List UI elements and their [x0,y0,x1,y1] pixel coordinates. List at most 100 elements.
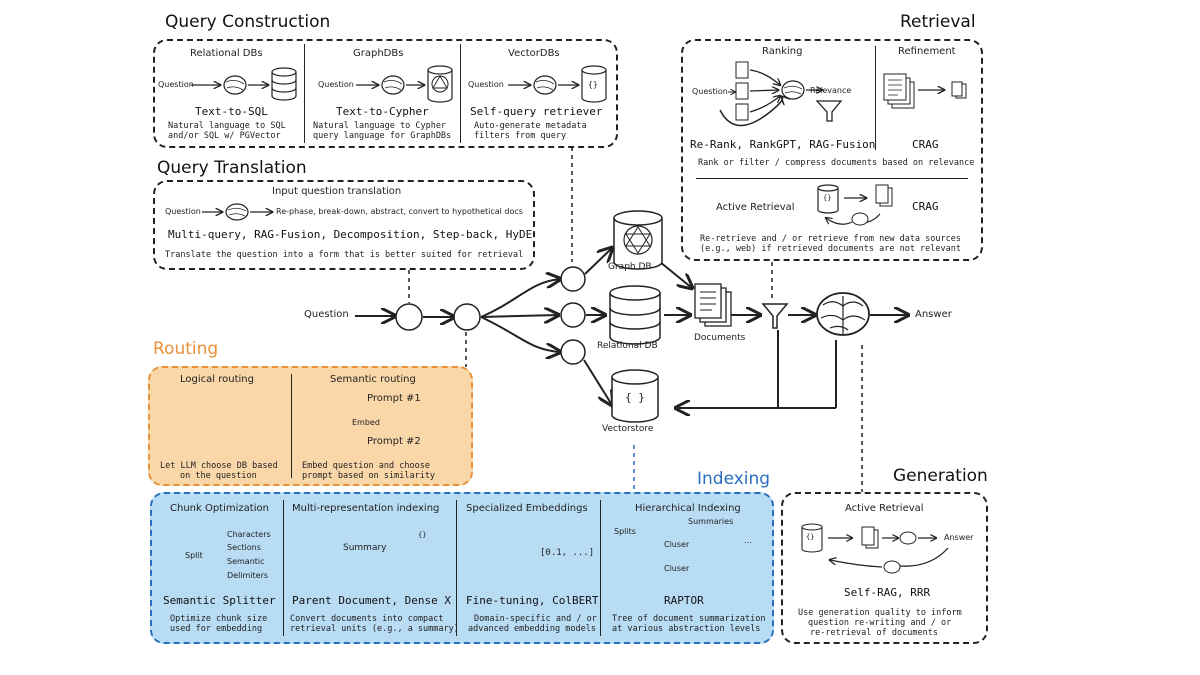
idx-multi-summary: Summary [343,543,387,553]
qc-graph-question: Question [318,80,354,89]
generation-box [781,492,988,644]
gen-method: Self-RAG, RRR [844,586,931,599]
flow-node-graph [560,266,586,292]
ranking-doc-icons [735,61,749,121]
llm-brain-icon [816,292,870,336]
retrieval-hline [696,178,968,179]
qc-relational-desc2: and/or SQL w/ PGVector [168,131,281,141]
qc-graph-method: Text-to-Cypher [336,105,429,118]
arrow-to-graphdb [584,248,612,275]
indexing-title: Indexing [697,469,771,489]
graph-db-icon [613,210,663,270]
idx-multi-desc2: retrieval units (e.g., a summary) [290,624,459,634]
refined-doc-icon [951,81,967,99]
routing-prompt1: Prompt #1 [367,393,421,404]
retrieval-refinement-header: Refinement [898,46,956,57]
routing-logical-header: Logical routing [180,374,254,385]
flow-node-routing [453,303,481,331]
flow-relational-db: Relational DB [597,341,658,351]
idx-chunk-desc2: used for embedding [170,624,263,634]
routing-embed: Embed [352,418,380,427]
summary-db-braces: {} [418,531,427,539]
idx-hier-desc1: Tree of document summarization [612,614,766,624]
flow-node-vector [560,339,586,365]
vector-db-small-icon [581,65,607,103]
flow-vectorstore: Vectorstore [602,424,654,434]
idx-specialized-header: Specialized Embeddings [466,503,588,514]
branch-to-vector [480,316,560,352]
qc-vector-method: Self-query retriever [470,105,603,118]
relational-db-icon [609,285,661,345]
qc-graph-desc1: Natural language to Cypher [313,121,447,131]
brain-icon-vector [533,75,557,95]
qc-relational-header: Relational DBs [190,48,263,59]
arrow-to-vectorstore [583,359,612,405]
qc-vector-question: Question [468,80,504,89]
brain-icon-ranking [781,80,805,100]
idx-hier-cluster2: Cluser [664,564,690,573]
qc-vector-header: VectorDBs [508,48,560,59]
routing-logical-desc2: on the question [180,471,257,481]
qc-relational-desc1: Natural language to SQL [168,121,286,131]
vectorstore-icon [611,369,659,423]
qc-relational-question: Question [158,80,194,89]
indexing-divider-1 [283,500,284,636]
retrieval-title: Retrieval [900,12,976,32]
flow-documents: Documents [694,333,746,343]
brain-icon-generation [899,531,917,545]
vectorstore-braces: { } [625,391,645,404]
retrieval-divider [875,46,876,150]
qt-question: Question [165,207,201,216]
idx-chunk-item-4: Delimiters [227,571,269,580]
qt-flow-text: Re-phase, break-down, abstract, convert … [276,207,523,216]
gen-desc3: re-retrieval of documents [810,628,938,638]
brain-icon-translation [225,203,249,221]
routing-semantic-desc2: prompt based on similarity [302,471,436,481]
query-construction-box [153,39,618,148]
brain-icon-relational [223,75,247,95]
brain-icon-active-retrieval [851,212,869,226]
idx-hier-splits: Splits [614,527,636,536]
active-retrieval-docs-icon [875,184,893,207]
idx-hier-cluster1: Cluser [664,540,690,549]
retrieval-active-label: Active Retrieval [716,202,795,213]
flow-node-relational [560,302,586,328]
idx-hier-method: RAPTOR [664,594,704,607]
gen-answer: Answer [944,533,974,542]
brain-icon-generation-feedback [883,560,901,574]
gen-header: Active Retrieval [845,503,924,514]
branch-to-relational [480,315,558,317]
idx-hier-desc2: at various abstraction levels [612,624,761,634]
sql-db-icon [271,67,297,101]
idx-specialized-method: Fine-tuning, ColBERT [466,594,599,607]
idx-chunk-header: Chunk Optimization [170,503,269,514]
qc-graph-desc2: query language for GraphDBs [313,131,452,141]
qc-divider-1 [304,44,305,143]
idx-specialized-desc1: Domain-specific and / or [474,614,597,624]
retrieval-active-desc2: (e.g., web) if retrieved documents are n… [700,244,961,254]
idx-multi-method: Parent Document, Dense X [292,594,451,607]
query-translation-box [153,180,535,270]
query-translation-title: Query Translation [157,158,307,178]
flow-node-translation [395,303,423,331]
qc-relational-method: Text-to-SQL [195,105,268,118]
generation-db-icon [801,523,823,553]
gen-desc1: Use generation quality to inform [798,608,962,618]
idx-chunk-item-3: Semantic [227,557,265,566]
retrieval-ranking-header: Ranking [762,46,803,57]
routing-semantic-desc1: Embed question and choose [302,461,430,471]
indexing-box [150,492,774,644]
idx-specialized-desc2: advanced embedding models [468,624,596,634]
qt-desc: Translate the question into a form that … [165,250,524,260]
idx-multi-desc1: Convert documents into compact [290,614,444,624]
idx-hier-summaries: Summaries [688,517,734,526]
gen-desc2: question re-writing and / or [808,618,952,628]
retrieval-question: Question [692,87,728,96]
flow-question: Question [304,309,349,320]
generation-docs-icon [861,526,879,549]
active-db-braces: {} [823,194,832,202]
routing-divider [291,374,292,478]
flow-answer: Answer [915,309,952,320]
qc-vector-desc1: Auto-generate metadata [474,121,587,131]
retrieval-box [681,39,983,261]
